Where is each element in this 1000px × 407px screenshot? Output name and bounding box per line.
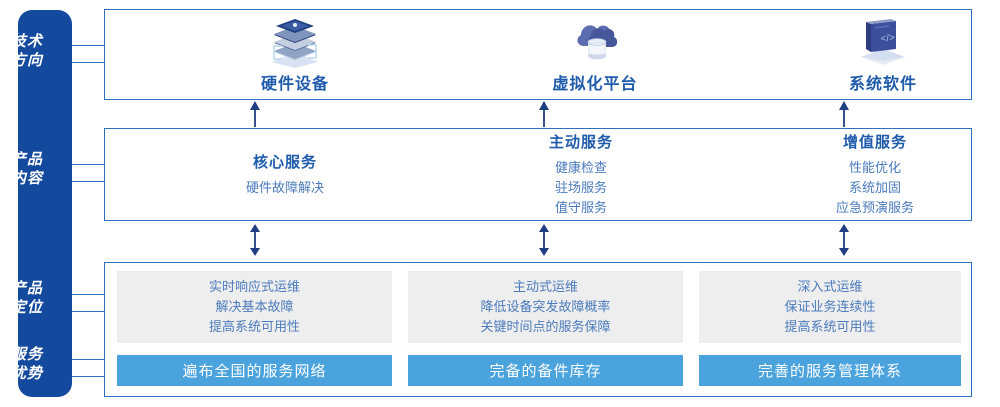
sidebar-label-line2: 定位 [10, 299, 43, 316]
tech-label: 虚拟化平台 [552, 75, 638, 93]
product-content-column-proactive[interactable]: 主动服务 健康检查 驻场服务 值守服务 [431, 129, 731, 220]
arrow-updown-icon [248, 224, 262, 261]
sidebar-item-tech-direction: 技术 方向 [0, 32, 54, 70]
product-content-item: 性能优化 [848, 160, 901, 175]
arrow-up-icon [248, 101, 262, 132]
connector-line [72, 376, 106, 377]
product-content-column-core[interactable]: 核心服务 硬件故障解决 [135, 129, 435, 220]
connector-line [72, 62, 106, 63]
product-content-title: 核心服务 [252, 154, 317, 171]
tech-column-hardware[interactable]: 硬件设备 [145, 10, 445, 99]
arrow-up-icon [537, 101, 551, 132]
tech-direction-box: 硬件设备 [104, 9, 972, 100]
sidebar-label-line2: 内容 [10, 170, 43, 187]
positioning-line: 实时响应式运维 [208, 279, 300, 294]
tech-label: 系统软件 [848, 75, 917, 93]
advantage-bar-management[interactable]: 完善的服务管理体系 [699, 355, 961, 386]
tech-label: 硬件设备 [260, 75, 329, 93]
positioning-card-proactive[interactable]: 主动式运维 降低设备突发故障概率 关键时间点的服务保障 [408, 271, 683, 343]
sidebar-label-line1: 产品 [10, 280, 43, 297]
product-content-column-valueadd[interactable]: 增值服务 性能优化 系统加固 应急预演服务 [725, 129, 1000, 220]
sidebar-label-line2: 方向 [10, 52, 43, 69]
product-content-item: 应急预演服务 [835, 200, 914, 215]
positioning-line: 主动式运维 [512, 279, 578, 294]
product-content-box: 核心服务 硬件故障解决 主动服务 健康检查 驻场服务 值守服务 增值服务 性能优… [104, 128, 972, 221]
advantage-label: 遍布全国的服务网络 [182, 363, 327, 380]
advantage-bar-network[interactable]: 遍布全国的服务网络 [117, 355, 392, 386]
connector-line [72, 359, 106, 360]
arrow-updown-icon [837, 224, 851, 261]
sidebar-label-line1: 服务 [10, 346, 43, 363]
positioning-line: 提高系统可用性 [784, 319, 876, 334]
product-content-item: 值守服务 [554, 200, 607, 215]
connector-line [72, 45, 106, 46]
connector-line [72, 181, 106, 182]
positioning-card-deep[interactable]: 深入式运维 保证业务连续性 提高系统可用性 [699, 271, 961, 343]
product-content-item: 系统加固 [848, 180, 901, 195]
product-content-title: 增值服务 [842, 134, 907, 151]
connector-line [72, 164, 106, 165]
positioning-line: 深入式运维 [797, 279, 863, 294]
product-content-item: 驻场服务 [554, 180, 607, 195]
sidebar-label-line1: 产品 [10, 151, 43, 168]
cloud-database-icon [564, 16, 626, 68]
arrow-updown-icon [537, 224, 551, 261]
tech-column-system-software[interactable]: </> 系统软件 [733, 10, 1000, 99]
positioning-line: 解决基本故障 [215, 299, 294, 314]
advantage-label: 完善的服务管理体系 [757, 363, 902, 380]
advantage-bar-spares[interactable]: 完备的备件库存 [408, 355, 683, 386]
product-content-title: 主动服务 [548, 134, 613, 151]
advantage-label: 完备的备件库存 [489, 363, 602, 380]
positioning-line: 降低设备突发故障概率 [480, 299, 611, 314]
positioning-line: 提高系统可用性 [208, 319, 300, 334]
sidebar-label-line2: 优势 [10, 365, 43, 382]
sidebar [18, 10, 72, 397]
svg-text:</>: </> [880, 32, 896, 45]
tech-column-virtualization[interactable]: 虚拟化平台 [445, 10, 745, 99]
sidebar-item-product-content: 产品 内容 [0, 150, 54, 188]
laptop-code-icon: </> [852, 16, 914, 68]
server-stack-icon [264, 16, 326, 68]
positioning-line: 关键时间点的服务保障 [480, 319, 611, 334]
positioning-line: 保证业务连续性 [784, 299, 876, 314]
positioning-advantage-box: 实时响应式运维 解决基本故障 提高系统可用性 主动式运维 降低设备突发故障概率 … [104, 262, 972, 397]
connector-line [72, 294, 106, 295]
positioning-card-realtime[interactable]: 实时响应式运维 解决基本故障 提高系统可用性 [117, 271, 392, 343]
sidebar-item-product-positioning: 产品 定位 [0, 279, 54, 317]
arrow-up-icon [837, 101, 851, 132]
sidebar-item-service-advantage: 服务 优势 [0, 345, 54, 383]
sidebar-label-line1: 技术 [10, 33, 43, 50]
product-content-item: 健康检查 [554, 160, 607, 175]
connector-line [72, 311, 106, 312]
product-content-item: 硬件故障解决 [245, 180, 324, 195]
